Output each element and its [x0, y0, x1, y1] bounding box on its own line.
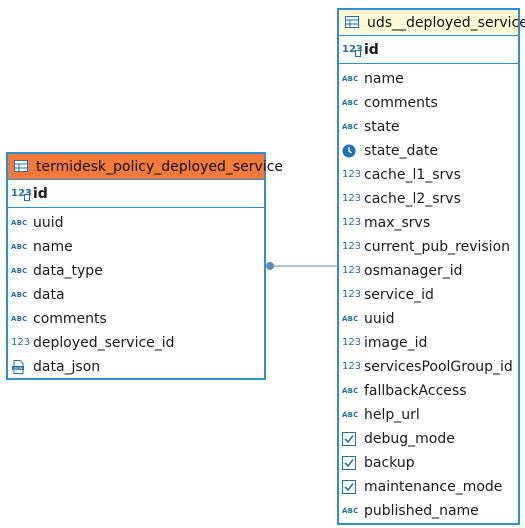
abc-text-icon: ABC — [342, 315, 359, 323]
abc-text-icon: ABC — [342, 507, 359, 515]
numeric-123-icon: 123 — [342, 265, 362, 276]
abc-text-icon: ABC — [11, 267, 28, 275]
table-icon — [14, 159, 32, 174]
column-row[interactable]: debug_mode — [339, 427, 518, 451]
column-row[interactable]: ABC uuid — [8, 211, 264, 235]
column-label: service_id — [364, 287, 434, 303]
column-label: published_name — [364, 503, 479, 519]
column-label: servicesPoolGroup_id — [364, 359, 513, 375]
abc-text-icon: ABC — [342, 99, 359, 107]
abc-text-icon: ABC — [11, 315, 28, 323]
column-row[interactable]: ABC name — [339, 67, 518, 91]
primary-key-row[interactable]: 123 id — [8, 180, 264, 208]
column-row[interactable]: JSON data_json — [8, 355, 264, 379]
column-label: debug_mode — [364, 431, 455, 447]
numeric-123-icon: 123 — [342, 169, 362, 180]
column-label: data_type — [33, 263, 103, 279]
numeric-123-icon: 123 — [342, 289, 362, 300]
checkbox-icon — [342, 480, 360, 494]
entity-title: termidesk_policy_deployed_service — [36, 158, 284, 175]
checkbox-icon — [342, 432, 360, 446]
svg-text:JSON: JSON — [13, 366, 23, 370]
column-row[interactable]: ABC comments — [8, 307, 264, 331]
primary-key-label: id — [33, 185, 48, 202]
abc-text-icon: ABC — [342, 411, 359, 419]
column-row[interactable]: ABC data_type — [8, 259, 264, 283]
column-label: cache_l2_srvs — [364, 191, 461, 207]
column-label: current_pub_revision — [364, 239, 511, 255]
column-label: state — [364, 119, 400, 135]
column-label: osmanager_id — [364, 263, 463, 279]
primary-key-row[interactable]: 123 id — [339, 36, 518, 64]
abc-text-icon: ABC — [11, 219, 28, 227]
column-row[interactable]: ABC data — [8, 283, 264, 307]
numeric-key-icon: 123 — [11, 187, 32, 201]
checkbox-icon — [342, 456, 360, 470]
column-label: uuid — [33, 215, 64, 231]
column-label: max_srvs — [364, 215, 431, 231]
abc-text-icon: ABC — [342, 75, 359, 83]
abc-text-icon: ABC — [342, 387, 359, 395]
column-label: data_json — [33, 359, 101, 375]
column-label: state_date — [364, 143, 439, 159]
numeric-123-icon: 123 — [342, 217, 362, 228]
numeric-123-icon: 123 — [342, 361, 362, 372]
json-file-icon: JSON — [11, 360, 29, 374]
column-label: help_url — [364, 407, 420, 423]
column-label: maintenance_mode — [364, 479, 503, 495]
entity-header[interactable]: termidesk_policy_deployed_service — [8, 154, 283, 180]
numeric-123-icon: 123 — [11, 337, 31, 348]
column-row[interactable]: ABC published_name — [339, 499, 518, 523]
abc-text-icon: ABC — [11, 291, 28, 299]
column-row[interactable]: state_date — [339, 139, 518, 163]
numeric-123-icon: 123 — [342, 241, 362, 252]
entity-termidesk-policy-deployed-service[interactable]: termidesk_policy_deployed_service 123 id… — [6, 152, 283, 380]
column-label: deployed_service_id — [33, 335, 175, 351]
column-label: fallbackAccess — [364, 383, 467, 399]
column-row[interactable]: ABC fallbackAccess — [339, 379, 518, 403]
column-label: cache_l1_srvs — [364, 167, 461, 183]
column-label: data — [33, 287, 65, 303]
column-label: comments — [33, 311, 107, 327]
column-row[interactable]: ABC name — [8, 235, 264, 259]
column-row[interactable]: ABC state — [339, 115, 518, 139]
abc-text-icon: ABC — [342, 123, 359, 131]
column-row[interactable]: backup — [339, 451, 518, 475]
column-label: backup — [364, 455, 415, 471]
column-label: comments — [364, 95, 438, 111]
column-row[interactable]: ABC uuid — [339, 307, 518, 331]
column-label: image_id — [364, 335, 428, 351]
entity-title: uds__deployed_service — [367, 14, 525, 31]
abc-text-icon: ABC — [11, 243, 28, 251]
numeric-123-icon: 123 — [342, 337, 362, 348]
entity-header[interactable]: uds__deployed_service — [339, 10, 525, 36]
clock-icon — [342, 144, 360, 158]
column-row[interactable]: ABC comments — [339, 91, 518, 115]
primary-key-label: id — [364, 41, 379, 58]
numeric-key-icon: 123 — [342, 43, 363, 57]
numeric-123-icon: 123 — [342, 193, 362, 204]
column-row[interactable]: maintenance_mode — [339, 475, 518, 499]
column-row[interactable]: ABC help_url — [339, 403, 518, 427]
column-label: uuid — [364, 311, 395, 327]
column-label: name — [364, 71, 404, 87]
column-label: name — [33, 239, 73, 255]
table-icon — [345, 15, 363, 30]
